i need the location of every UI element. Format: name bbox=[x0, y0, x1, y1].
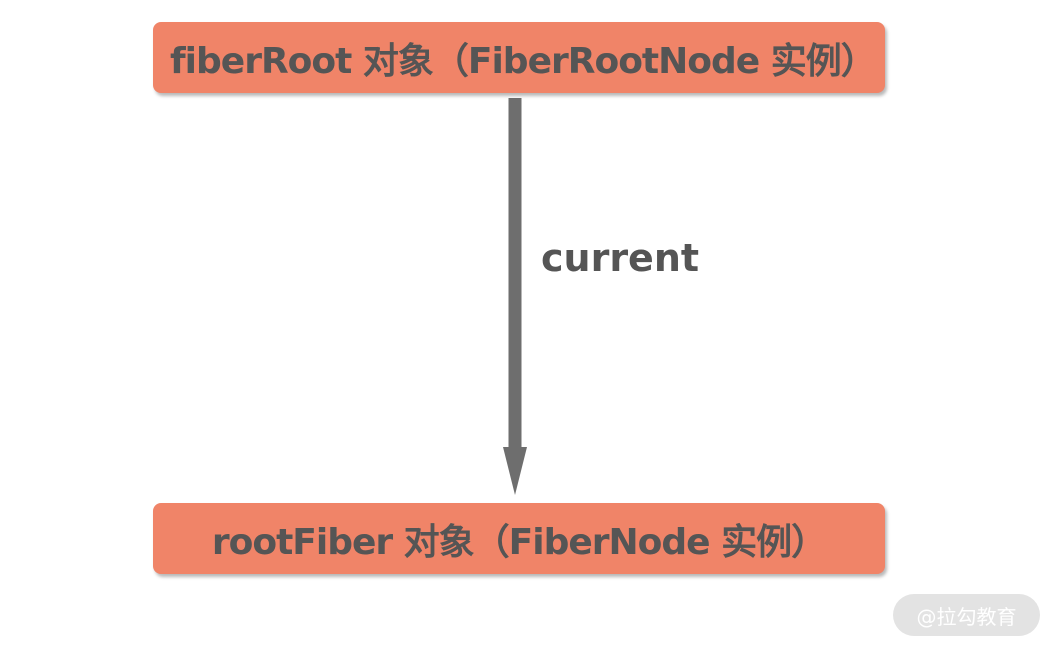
fiber-root-node: fiberRoot 对象（FiberRootNode 实例） bbox=[153, 22, 885, 93]
watermark-badge: @拉勾教育 bbox=[893, 594, 1040, 636]
watermark-text: @拉勾教育 bbox=[916, 604, 1017, 629]
root-fiber-node: rootFiber 对象（FiberNode 实例） bbox=[153, 503, 885, 574]
fiber-root-label: fiberRoot 对象（FiberRootNode 实例） bbox=[170, 40, 877, 82]
current-edge-label: current bbox=[541, 236, 700, 280]
root-fiber-label: rootFiber 对象（FiberNode 实例） bbox=[211, 521, 827, 563]
arrow-head bbox=[503, 447, 527, 495]
